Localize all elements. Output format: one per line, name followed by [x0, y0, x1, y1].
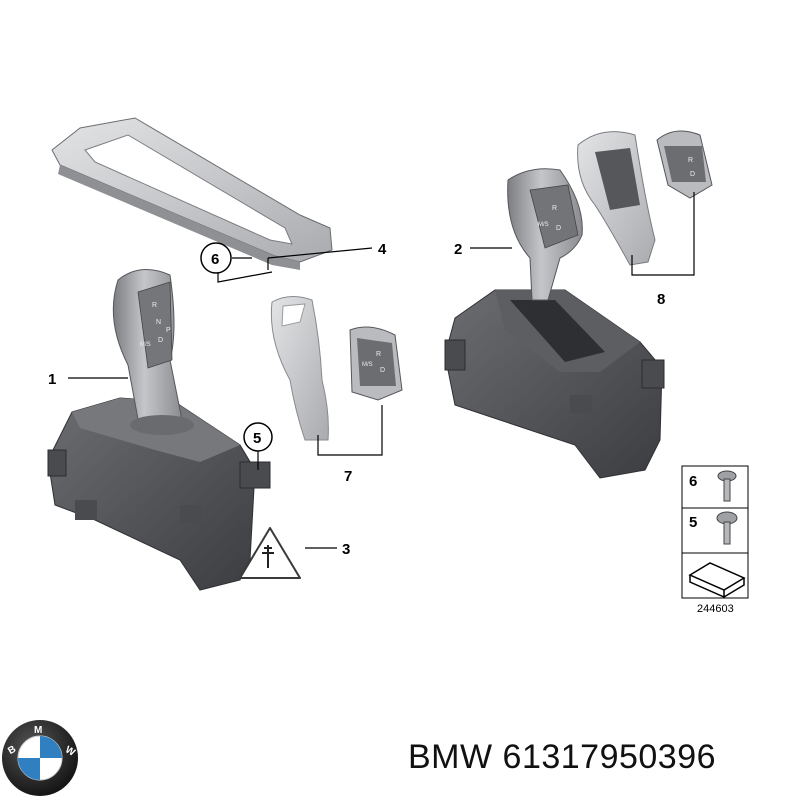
lever2-marking-ms: M/S: [538, 222, 549, 228]
knob-trim-part-8: R D: [577, 130, 713, 266]
shift-unit-part-2: R D M/S: [444, 168, 665, 479]
drawing-number: 244603: [697, 603, 734, 615]
insert-marking-ms: M/S: [362, 362, 373, 368]
warning-label-part-3: [239, 527, 301, 579]
lever-marking-d: D: [158, 337, 163, 344]
lever2-marking-d: D: [556, 225, 561, 232]
knob-trim-part-7: R D M/S: [270, 296, 403, 441]
screw-legend: 6 5 244603: [681, 465, 749, 615]
lever2-marking-r: R: [552, 205, 557, 212]
brand-part-number: BMW 61317950396: [408, 738, 717, 776]
insert2-marking-r: R: [688, 157, 693, 164]
shift-unit-part-1: R N D P M/S: [47, 269, 271, 591]
callout-1: 1: [48, 371, 56, 388]
insert2-marking-d: D: [690, 171, 695, 178]
screw-5-icon: [716, 511, 738, 545]
callout-7: 7: [344, 468, 352, 485]
callout-2: 2: [454, 241, 462, 258]
leader-lines: [68, 192, 695, 549]
insert-marking-r: R: [376, 351, 381, 358]
lever-marking-p: P: [166, 327, 171, 334]
callout-5-circle: 5: [243, 422, 273, 452]
lever-marking-ms: M/S: [140, 342, 151, 348]
callout-6: 6: [211, 251, 219, 268]
svg-text:M: M: [34, 725, 42, 736]
legend-label-6: 6: [689, 473, 697, 490]
callout-6-circle: 6: [200, 242, 232, 274]
callout-5: 5: [253, 430, 261, 447]
legend-label-5: 5: [689, 514, 697, 531]
trim-bezel-part-4: [51, 117, 333, 270]
callout-3: 3: [342, 541, 350, 558]
lever-marking-r: R: [152, 302, 157, 309]
screw-6-icon: [717, 470, 737, 502]
lever-marking-n: N: [156, 319, 161, 326]
wedge-icon: [688, 562, 746, 599]
insert-marking-d: D: [380, 367, 385, 374]
callout-8: 8: [657, 291, 665, 308]
callout-4: 4: [378, 241, 387, 258]
svg-text:B: B: [6, 744, 18, 757]
bmw-logo-icon: B M W: [2, 720, 78, 796]
